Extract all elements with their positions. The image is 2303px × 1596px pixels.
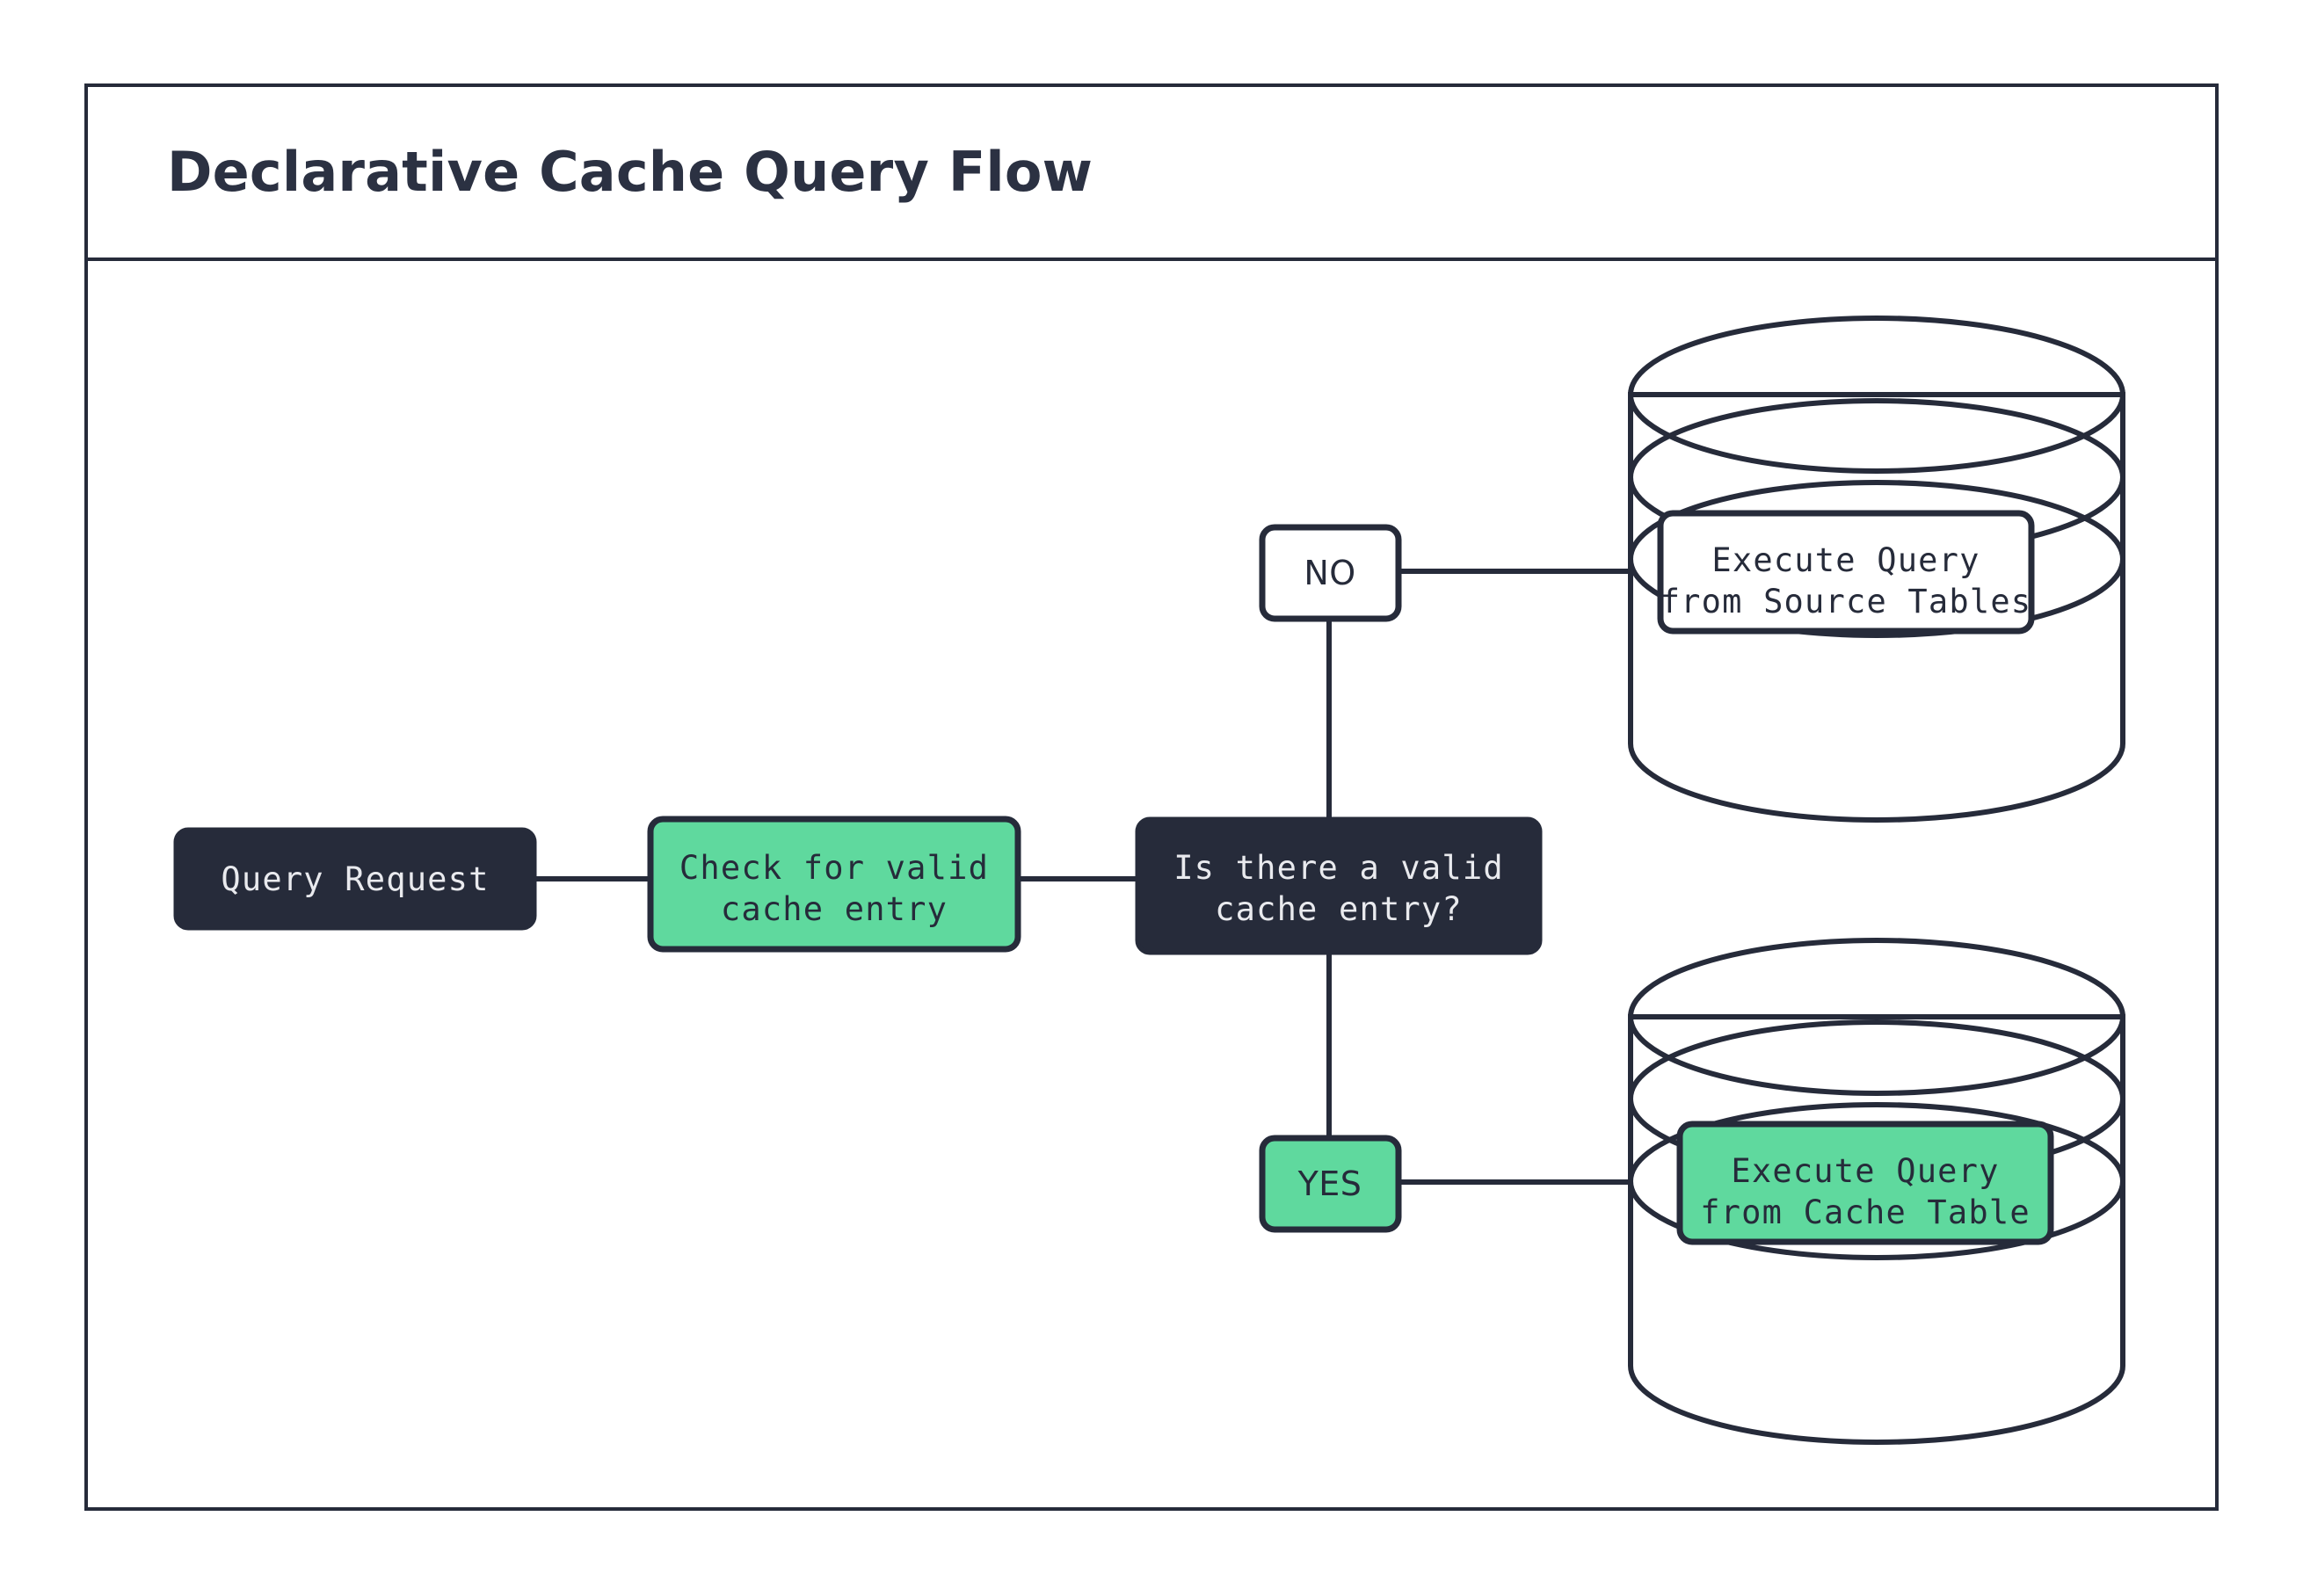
node-execute-query-source-tables-label-line1: Execute Query — [1711, 541, 1980, 579]
edge-label-yes-text: YES — [1297, 1164, 1362, 1203]
node-execute-query-source-tables[interactable]: Execute Query from Source Tables — [1657, 510, 2035, 635]
node-execute-query-cache-table-label-line2: from Cache Table — [1700, 1193, 2031, 1231]
node-decision-label-line1: Is there a valid — [1173, 849, 1504, 887]
cylinder-disk-1-source — [1628, 316, 2125, 474]
cylinder-disk-3-source — [1628, 480, 2125, 638]
node-execute-query-source-tables-label-line2: from Source Tables — [1660, 583, 2032, 620]
node-execute-query-cache-table-label-line1: Execute Query — [1731, 1152, 1999, 1190]
edge-label-no[interactable]: NO — [1259, 524, 1402, 622]
edge-label-no-box[interactable] — [1259, 524, 1402, 622]
connector-group — [531, 569, 1631, 1185]
node-decision-label-line2: cache entry? — [1215, 890, 1463, 928]
node-query-request-box[interactable] — [173, 827, 537, 931]
node-execute-query-source-tables-box[interactable] — [1657, 510, 2035, 635]
page-title: Declarative Cache Query Flow — [167, 140, 1093, 204]
node-query-request[interactable]: Query Request — [173, 827, 537, 931]
cylinder-disk-1-cache — [1628, 938, 2125, 1096]
node-decision-valid-cache-entry[interactable]: Is there a valid cache entry? — [1135, 816, 1543, 955]
edge-label-yes[interactable]: YES — [1259, 1135, 1402, 1233]
edge-label-no-text: NO — [1304, 554, 1355, 592]
node-check-cache-entry[interactable]: Check for valid cache entry — [647, 816, 1021, 953]
edge-label-yes-box[interactable] — [1259, 1135, 1402, 1233]
node-execute-query-cache-table[interactable]: Execute Query from Cache Table — [1676, 1121, 2054, 1245]
cylinder-disk-3-cache — [1628, 1102, 2125, 1260]
node-check-cache-entry-label-line1: Check for valid — [679, 849, 989, 887]
node-check-cache-entry-box[interactable] — [647, 816, 1021, 953]
node-execute-query-cache-table-box[interactable] — [1676, 1121, 2054, 1245]
node-decision-box[interactable] — [1135, 816, 1543, 955]
node-check-cache-entry-label-line2: cache entry — [721, 890, 948, 928]
node-query-request-label: Query Request — [221, 860, 489, 898]
